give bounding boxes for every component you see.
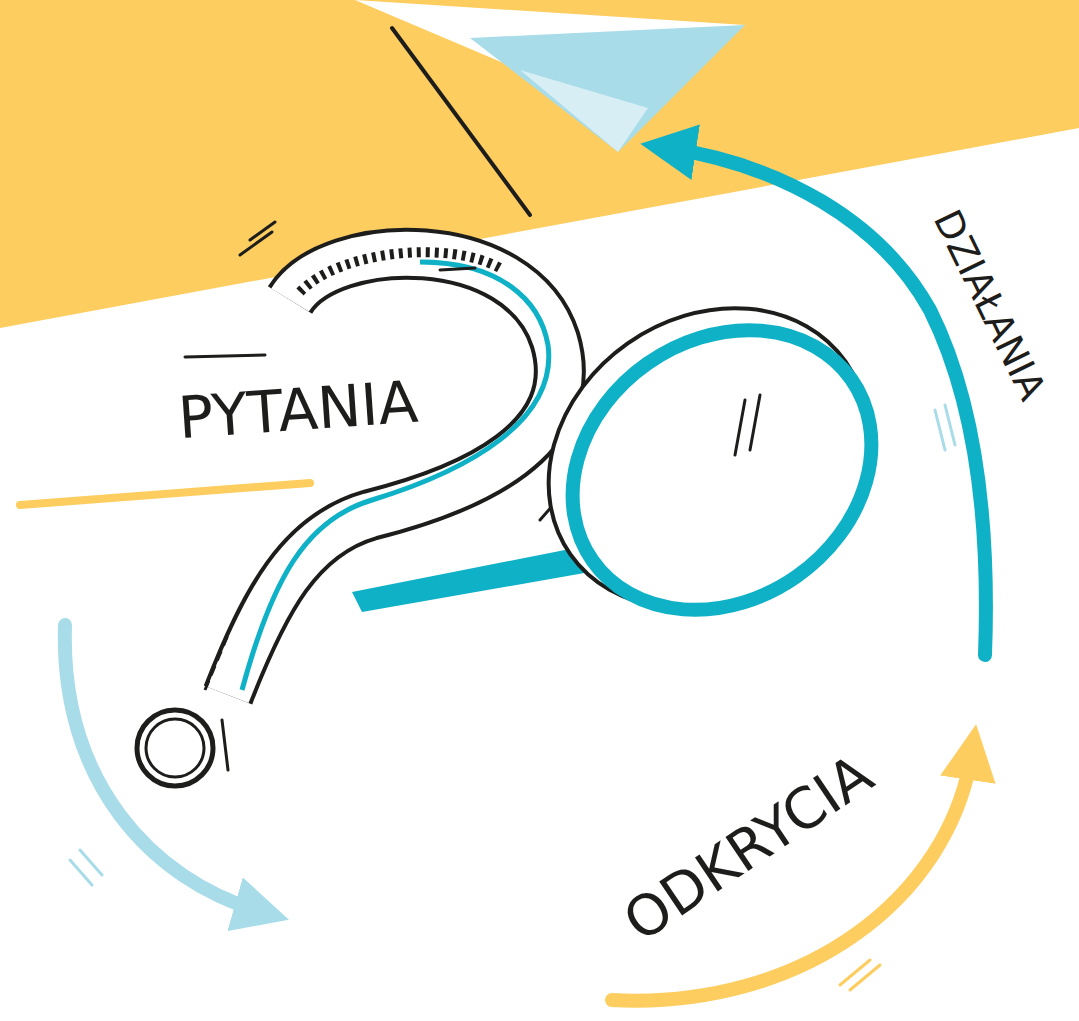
question-mark bbox=[205, 222, 575, 695]
underline bbox=[20, 483, 310, 505]
phase-label: ODKRYCIA bbox=[614, 745, 881, 950]
cycle-arrow bbox=[65, 625, 262, 912]
paper-plane bbox=[355, 0, 745, 215]
phase-label: PYTANIA bbox=[176, 373, 419, 448]
phase-label: DZIAŁANIA bbox=[928, 204, 1052, 405]
overline bbox=[185, 355, 265, 357]
motion-marks bbox=[70, 405, 955, 990]
magnifying-glass bbox=[352, 247, 926, 669]
question-dot bbox=[137, 710, 228, 786]
